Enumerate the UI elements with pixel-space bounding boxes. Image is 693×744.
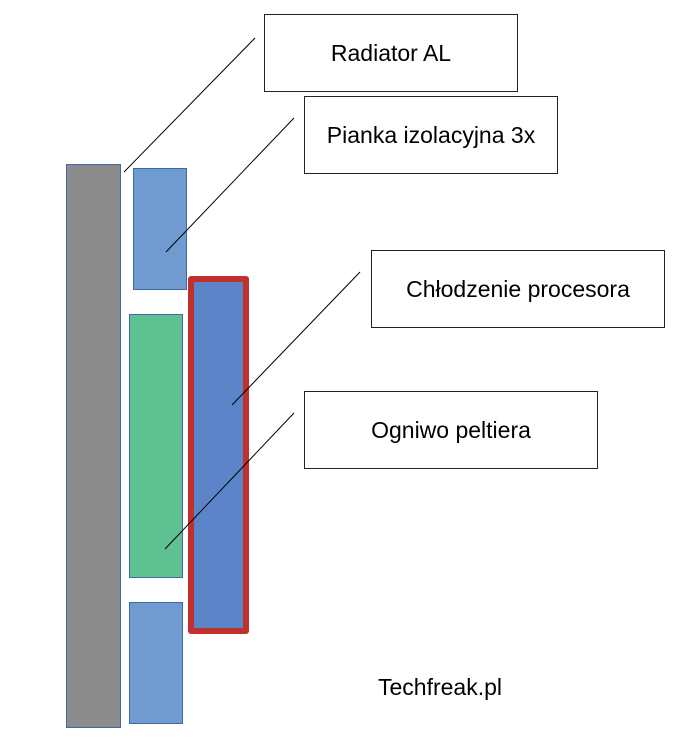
label-insulation-foam-text: Pianka izolacyjna 3x	[326, 121, 536, 148]
watermark-text: Techfreak.pl	[377, 674, 502, 700]
peltier-cell-block	[129, 314, 183, 578]
leader-line-foam	[165, 117, 295, 253]
aluminium-radiator-block	[66, 164, 121, 728]
label-peltier-cell: Ogniwo peltiera	[304, 391, 598, 469]
leader-line-cpu-cooling	[231, 271, 361, 406]
leader-line-peltier	[164, 412, 295, 550]
insulation-foam-bottom-block	[129, 602, 183, 724]
label-radiator: Radiator AL	[264, 14, 518, 92]
insulation-foam-top-block	[133, 168, 187, 290]
cpu-cooling-block	[188, 276, 249, 634]
label-cpu-cooling-text: Chłodzenie procesora	[406, 275, 630, 302]
leader-line-radiator	[123, 37, 256, 173]
label-peltier-cell-text: Ogniwo peltiera	[371, 416, 531, 443]
label-insulation-foam: Pianka izolacyjna 3x	[304, 96, 558, 174]
label-cpu-cooling: Chłodzenie procesora	[371, 250, 665, 328]
label-radiator-text: Radiator AL	[330, 39, 452, 66]
